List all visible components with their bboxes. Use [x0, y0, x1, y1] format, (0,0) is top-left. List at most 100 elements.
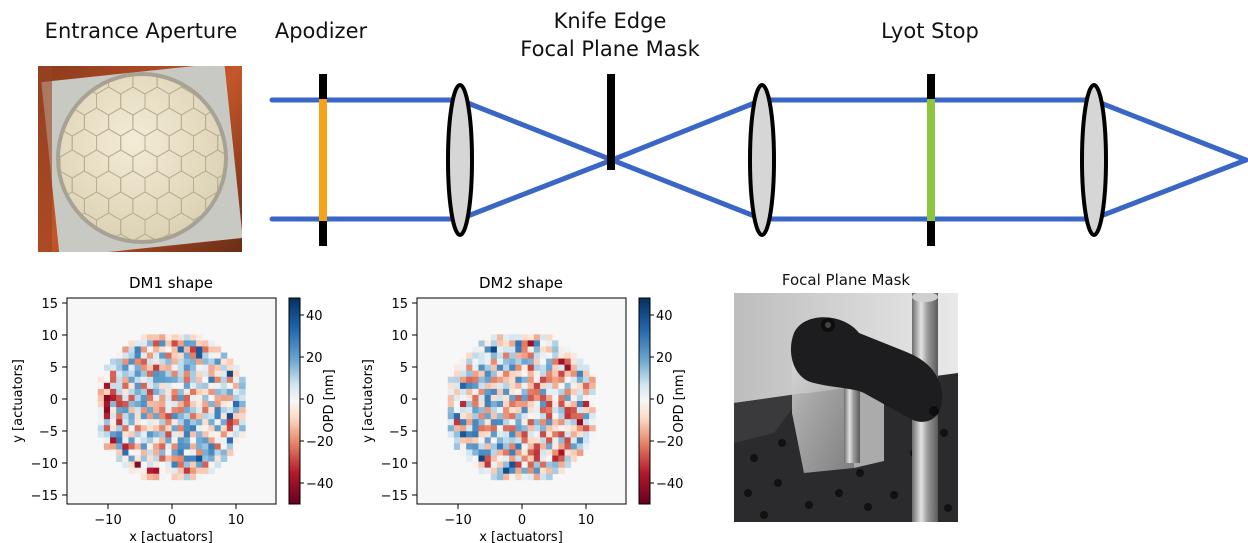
- heatmap-cell: [220, 413, 228, 420]
- heatmap-cell: [484, 425, 492, 432]
- heatmap-cell: [196, 437, 203, 444]
- knife-edge-label-line2: Focal Plane Mask: [520, 37, 700, 61]
- heatmap-cell: [220, 419, 228, 426]
- heatmap-cell: [183, 449, 191, 456]
- heatmap-cell: [515, 437, 522, 444]
- heatmap-cell: [140, 425, 148, 432]
- heatmap-cell: [478, 382, 486, 390]
- heatmap-cell: [496, 443, 504, 450]
- heatmap-cell: [103, 376, 111, 384]
- heatmap-cell: [582, 370, 590, 378]
- heatmap-cell: [134, 352, 142, 359]
- heatmap-cell: [478, 364, 486, 372]
- heatmap-cell: [539, 419, 547, 426]
- dm1-cbtick: 0: [306, 393, 314, 408]
- heatmap-cell: [509, 401, 516, 408]
- heatmap-cell: [122, 449, 129, 456]
- heatmap-cell: [146, 334, 154, 341]
- heatmap-cell: [564, 449, 572, 456]
- heatmap-cell: [582, 364, 590, 372]
- heatmap-cell: [208, 364, 215, 372]
- dm1-plot: DM1 shape 15 10 5 0 −5 −10 −15 −10 0 10 …: [11, 274, 337, 543]
- heatmap-cell: [214, 425, 222, 432]
- dm1-xtick: 10: [228, 513, 245, 528]
- heatmap-cell: [220, 382, 228, 390]
- heatmap-cell: [527, 431, 535, 438]
- heatmap-cell: [110, 358, 117, 366]
- heatmap-cell: [110, 431, 117, 438]
- heatmap-cell: [484, 382, 492, 390]
- heatmap-cell: [208, 352, 215, 359]
- heatmap-cell: [214, 455, 222, 462]
- heatmap-cell: [232, 401, 240, 408]
- heatmap-cell: [484, 419, 492, 426]
- heatmap-cell: [589, 425, 596, 432]
- heatmap-cell: [539, 370, 547, 378]
- heatmap-cell: [447, 394, 455, 402]
- heatmap-cell: [533, 346, 541, 353]
- heatmap-cell: [159, 334, 166, 341]
- heatmap-cell: [128, 455, 136, 462]
- heatmap-cell: [460, 431, 467, 438]
- heatmap-cell: [153, 376, 160, 384]
- heatmap-cell: [146, 340, 154, 347]
- dm2-xtick: 0: [518, 513, 526, 528]
- heatmap-cell: [214, 352, 222, 359]
- heatmap-cell: [177, 431, 185, 438]
- heatmap-cell: [140, 352, 148, 359]
- heatmap-cell: [196, 443, 203, 450]
- heatmap-cell: [140, 394, 148, 402]
- heatmap-cell: [134, 413, 142, 420]
- heatmap-cell: [460, 388, 467, 396]
- heatmap-cell: [490, 467, 498, 475]
- heatmap-cell: [466, 376, 473, 384]
- heatmap-cell: [202, 461, 209, 469]
- heatmap-cell: [472, 449, 479, 456]
- heatmap-cell: [490, 388, 498, 396]
- heatmap-cell: [116, 431, 123, 438]
- heatmap-cell: [196, 382, 203, 390]
- heatmap-cell: [558, 358, 565, 366]
- heatmap-cell: [496, 358, 504, 366]
- heatmap-cell: [472, 443, 479, 450]
- heatmap-cell: [146, 425, 154, 432]
- heatmap-cell: [460, 449, 467, 456]
- dm1-ytick: 15: [41, 297, 58, 312]
- heatmap-cell: [509, 473, 516, 481]
- heatmap-cell: [546, 407, 553, 414]
- heatmap-cell: [134, 401, 142, 408]
- heatmap-cell: [490, 455, 498, 462]
- heatmap-cell: [478, 449, 486, 456]
- heatmap-cell: [196, 401, 203, 408]
- knife-edge-label-line1: Knife Edge: [553, 9, 667, 33]
- heatmap-cell: [165, 364, 172, 372]
- heatmap-cell: [503, 364, 510, 372]
- heatmap-cell: [582, 382, 590, 390]
- heatmap-cell: [239, 419, 246, 426]
- heatmap-cell: [202, 394, 209, 402]
- heatmap-cell: [496, 467, 504, 475]
- heatmap-cell: [116, 419, 123, 426]
- heatmap-cell: [503, 431, 510, 438]
- heatmap-cell: [177, 407, 185, 414]
- heatmap-cell: [220, 358, 228, 366]
- heatmap-cell: [239, 407, 246, 414]
- heatmap-cell: [570, 407, 578, 414]
- heatmap-cell: [570, 437, 578, 444]
- heatmap-cell: [509, 461, 516, 469]
- heatmap-cell: [447, 388, 455, 396]
- heatmap-cell: [177, 449, 185, 456]
- heatmap-cell: [103, 425, 111, 432]
- heatmap-cell: [558, 419, 565, 426]
- heatmap-cell: [110, 364, 117, 372]
- heatmap-cell: [533, 449, 541, 456]
- heatmap-cell: [128, 461, 136, 469]
- heatmap-cell: [515, 401, 522, 408]
- heatmap-cell: [153, 419, 160, 426]
- heatmap-cell: [214, 394, 222, 402]
- heatmap-cell: [533, 382, 541, 390]
- heatmap-cell: [183, 437, 191, 444]
- heatmap-cell: [214, 437, 222, 444]
- dm2-plot: DM2 shape 15 10 5 0 −5 −10 −15 −10 0 10 …: [361, 274, 687, 543]
- heatmap-cell: [484, 455, 492, 462]
